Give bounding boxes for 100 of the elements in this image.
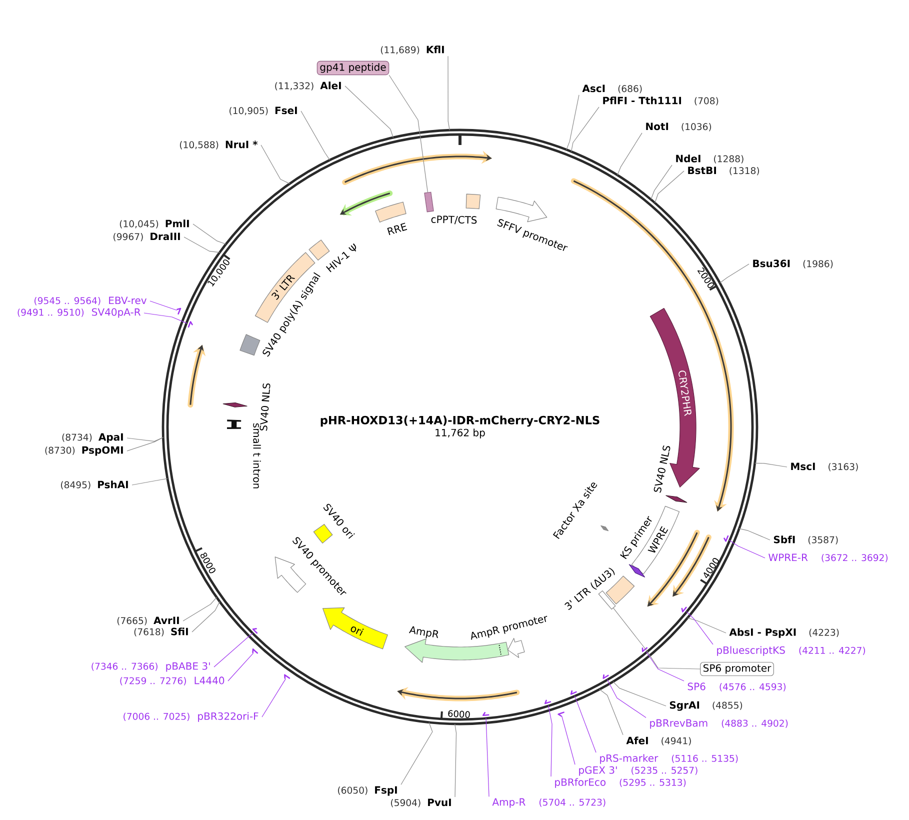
leader-line	[566, 94, 580, 150]
leader-line	[144, 312, 188, 324]
cut-site-label: SgrAI (4855)	[670, 701, 742, 711]
leader-line	[548, 705, 552, 777]
feature-label: RRE	[387, 222, 408, 236]
cut-site-label: MscI (3163)	[791, 462, 858, 472]
feature-label: SV40 NLS	[260, 384, 270, 431]
cut-site-label: (10,905) FseI	[230, 106, 297, 116]
leader-line	[613, 608, 700, 670]
feature-label: small t intron	[253, 423, 261, 488]
leader-line	[606, 678, 646, 718]
primer-label: pRS-marker (5116 .. 5135)	[600, 754, 738, 764]
leader-line	[126, 437, 164, 442]
cut-site-label: BstBI (1318)	[688, 166, 760, 176]
leader-line	[262, 678, 286, 718]
primer-label: (7006 .. 7025) pBR322ori-F	[124, 712, 258, 722]
primer-label: Amp-R (5704 .. 5723)	[492, 798, 606, 808]
cut-site-label: NdeI (1288)	[676, 154, 744, 164]
leader-line	[561, 716, 576, 765]
cut-site-label: PflFI - Tth111I (708)	[603, 96, 718, 106]
leader-line	[687, 618, 726, 634]
leader-line	[570, 106, 600, 152]
cut-site-label: AbsI - PspXI (4223)	[729, 628, 839, 638]
feature-marker	[598, 590, 616, 610]
leader-line	[454, 724, 457, 798]
leader-line	[448, 56, 450, 130]
feature-block: ori	[322, 607, 388, 650]
cut-site-label: (11,332) AleI	[275, 82, 341, 90]
feature-callout: SP6 promoter	[700, 662, 774, 676]
leader-line	[260, 144, 290, 184]
cut-site-label: NotI (1036)	[646, 122, 712, 132]
cut-site-label: (7618) SfiI	[134, 628, 188, 636]
primer-mark	[176, 308, 182, 314]
leader-line	[182, 597, 218, 622]
leader-line	[400, 722, 433, 785]
primer-label: pBRforEco (5295 .. 5313)	[555, 778, 686, 788]
primer-mark	[252, 648, 258, 654]
feature-label: AmpR	[408, 626, 438, 638]
leader-line	[300, 110, 330, 160]
feature-callout: gp41 peptide	[316, 60, 390, 76]
primer-mark	[642, 647, 648, 652]
leader-line	[738, 528, 770, 540]
primer-mark	[602, 674, 609, 679]
scale-label: 8000	[200, 552, 216, 574]
primer-label: pBluescriptKS (4211 .. 4227)	[717, 646, 866, 656]
leader-line	[599, 688, 624, 736]
primer-label: (9491 .. 9510) SV40pA-R	[18, 308, 141, 318]
leader-line	[754, 462, 788, 468]
primer-mark	[188, 321, 193, 328]
primer-mark	[681, 606, 687, 612]
primer-label: (7346 .. 7366) pBABE 3'	[92, 662, 210, 672]
leader-line	[228, 652, 254, 682]
primer-mark	[284, 674, 290, 679]
leader-line	[686, 611, 714, 645]
cut-site-label: AfeI (4941)	[626, 736, 691, 746]
primer-mark	[558, 712, 564, 717]
leader-line	[728, 540, 766, 558]
primer-label: (9545 .. 9564) EBV-rev	[34, 296, 147, 306]
leader-line	[344, 86, 394, 138]
leader-line	[574, 695, 596, 753]
cut-site-label: (5904) PvuI	[391, 798, 451, 808]
primer-label: WPRE-R (3672 .. 3692)	[768, 554, 888, 562]
leader-line	[617, 132, 642, 176]
primer-mark	[482, 712, 490, 716]
cut-site-label: (10,045) PmlI	[120, 220, 189, 228]
cut-site-label: (11,689) KflI	[380, 46, 444, 54]
leader-line	[650, 164, 672, 200]
leader-line	[214, 632, 254, 668]
leader-line	[654, 170, 684, 204]
cut-site-label: (8734) ApaI	[62, 433, 123, 443]
cut-site-label: (8730) PspOMI	[45, 446, 123, 456]
primer-label: SP6 (4576 .. 4593)	[688, 682, 786, 692]
cut-site-label: AscI (686)	[582, 84, 642, 94]
primer-label: pGEX 3' (5235 .. 5257)	[579, 766, 698, 776]
cut-site-label: (7665) AvrII	[117, 616, 179, 626]
cut-site-label: (8495) PshAI	[61, 480, 128, 490]
primer-label: pBRrevBam (4883 .. 4902)	[650, 719, 788, 729]
scale-label: 6000	[448, 710, 470, 718]
leader-line	[646, 652, 684, 682]
leader-line	[388, 74, 428, 193]
leader-line	[150, 300, 178, 311]
feature-label: cPPT/CTS	[431, 216, 477, 224]
feature-marker	[424, 192, 434, 212]
cut-site-label: (6050) FspI	[338, 786, 397, 796]
cut-site-label: (9967) DraIII	[114, 232, 180, 242]
leader-line	[132, 478, 168, 486]
cut-site-label: SbfI (3587)	[774, 536, 838, 544]
cut-site-label: (10,588) NruI *	[180, 140, 258, 150]
primer-mark	[544, 700, 552, 704]
leader-line	[612, 681, 666, 706]
primer-label: (7259 .. 7276) L4440	[120, 676, 224, 686]
primer-mark	[570, 690, 577, 695]
leader-line	[719, 264, 750, 284]
leader-line	[192, 224, 226, 244]
primer-mark	[252, 628, 258, 634]
leader-line	[192, 601, 220, 632]
leader-line	[184, 236, 220, 253]
primer-mark	[724, 535, 729, 542]
cut-site-label: Bsu36I (1986)	[753, 260, 833, 268]
leader-line	[486, 718, 490, 797]
